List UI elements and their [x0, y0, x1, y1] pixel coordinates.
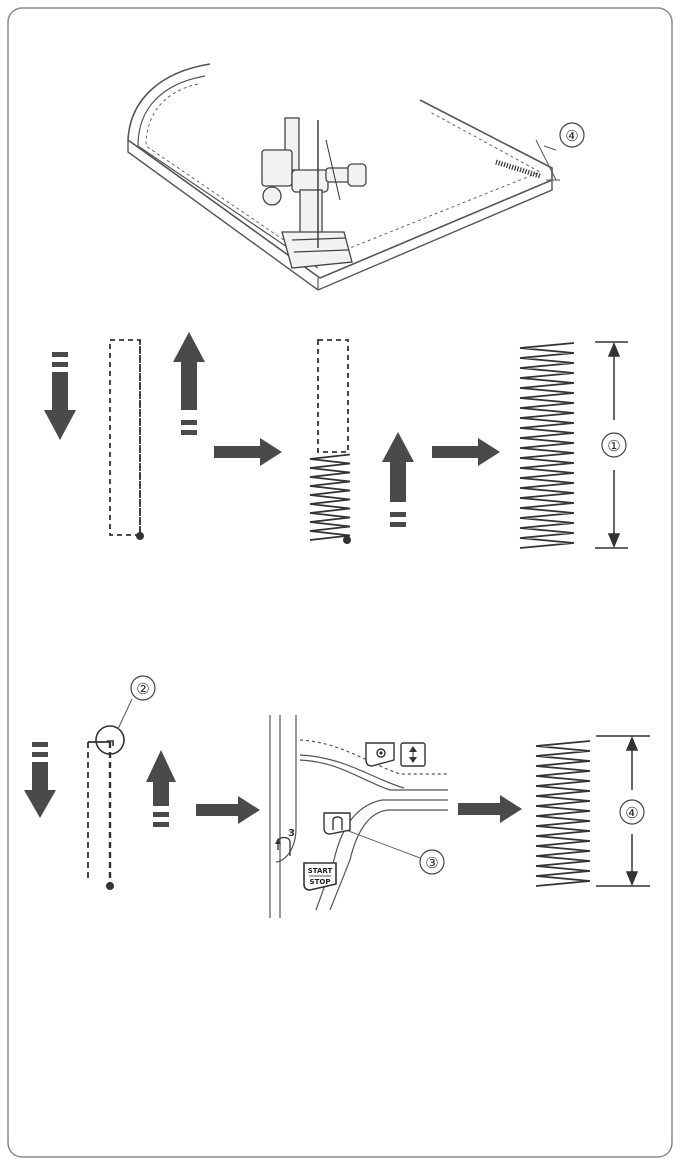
- start-stop-button[interactable]: START STOP: [303, 862, 337, 891]
- reverse-stitch-button[interactable]: [323, 812, 351, 835]
- svg-text:①: ①: [607, 437, 620, 455]
- svg-text:④: ④: [565, 127, 578, 145]
- fabric-illustration: ④: [127, 63, 585, 291]
- stitch-column-short: [87, 698, 133, 890]
- sequence-row-2: ②: [24, 675, 650, 918]
- callout-2: ②: [130, 675, 156, 701]
- svg-text:START: START: [308, 867, 333, 875]
- needle-up-down-button[interactable]: [400, 742, 426, 767]
- svg-text:3: 3: [288, 828, 295, 839]
- arrow-right-icon: [458, 795, 522, 823]
- needle-up-down-icon: [409, 746, 417, 763]
- arrow-up-icon: [146, 750, 176, 827]
- arrow-right-icon: [214, 438, 282, 466]
- dimension-1: [595, 341, 628, 549]
- svg-text:③: ③: [425, 854, 438, 872]
- svg-text:②: ②: [136, 680, 149, 698]
- arrow-down-icon: [44, 352, 76, 440]
- bartack-partial: [309, 339, 351, 544]
- callout-3: ③: [419, 849, 445, 875]
- arrow-right-icon: [196, 796, 260, 824]
- svg-text:④: ④: [625, 804, 638, 822]
- arrow-right-icon: [432, 438, 500, 466]
- bartack-complete: [519, 342, 575, 549]
- callout-4-bottom: ④: [619, 799, 645, 825]
- arrow-down-icon: [24, 742, 56, 818]
- sequence-row-1: ①: [44, 332, 628, 549]
- memory-auto-lock-icon: 3: [275, 828, 295, 856]
- arrow-up-icon: [173, 332, 205, 435]
- presser-foot-icon: [261, 117, 367, 269]
- reverse-stitch-icon: [332, 816, 343, 830]
- bartack-short: [535, 740, 591, 887]
- callout-1: ①: [601, 432, 627, 458]
- arrow-up-icon: [382, 432, 414, 527]
- callout-4-top: ④: [559, 122, 585, 148]
- dimension-4: [596, 735, 650, 887]
- stitch-column-dashed: [109, 339, 144, 540]
- needle-position-button[interactable]: [365, 742, 395, 767]
- svg-text:STOP: STOP: [310, 878, 331, 886]
- page-frame: [7, 7, 673, 1158]
- needle-position-icon: [376, 748, 386, 758]
